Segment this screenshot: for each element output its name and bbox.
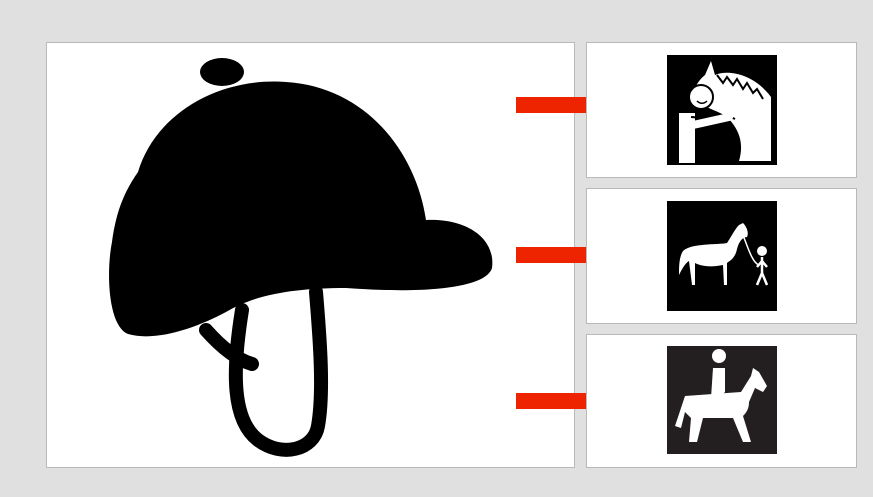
riding-helmet-icon (46, 42, 575, 468)
target-panel-3 (586, 334, 857, 468)
target-panel-1 (586, 42, 857, 178)
horse-rider-icon (667, 346, 777, 454)
person-hugging-horse-icon (667, 55, 777, 165)
target-panel-2 (586, 188, 857, 324)
person-leading-horse-icon (667, 201, 777, 311)
